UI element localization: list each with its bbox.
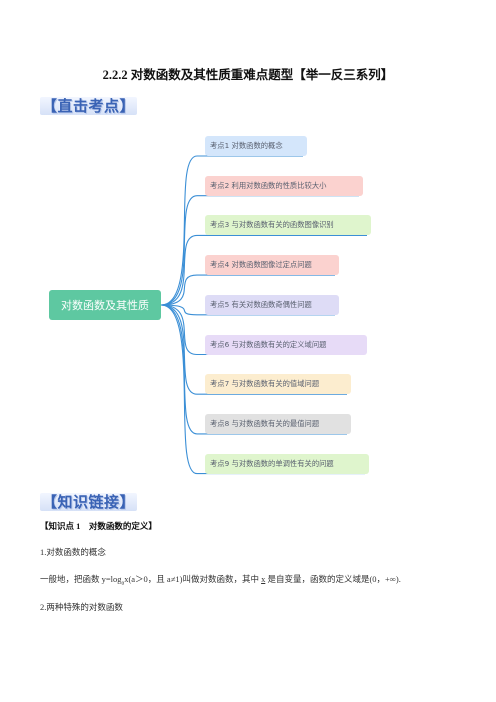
mindmap-node-4: 考点4 对数函数图像过定点问题 — [205, 255, 339, 276]
definition-text-mid: x(a＞0，且 a≠1)叫做对数函数，其中 — [124, 574, 262, 584]
definition-text-pre: 一般地，把函数 y=log — [40, 574, 122, 584]
knowledge-item-2: 2.两种特殊的对数函数 — [40, 602, 123, 612]
document-title: 2.2.2 对数函数及其性质重难点题型【举一反三系列】 — [102, 68, 394, 82]
banner-knowledge-text: 【知识链接】 — [40, 493, 138, 511]
mindmap-branch-6 — [160, 304, 363, 356]
mindmap-node-3: 考点3 与对数函数有关的函数图像识别 — [205, 215, 371, 236]
definition-paragraph: 一般地，把函数 y=logax(a＞0，且 a≠1)叫做对数函数，其中 x 是自… — [40, 573, 401, 587]
definition-subscript: a — [121, 580, 125, 587]
knowledge-point-heading: 【知识点 1 对数函数的定义】 — [40, 521, 157, 531]
mindmap-node-7: 考点7 与对数函数有关的值域问题 — [205, 374, 351, 395]
definition-text-post: 是自变量，函数的定义域是(0，+∞). — [265, 574, 401, 584]
mindmap-node-8: 考点8 与对数函数有关的最值问题 — [205, 413, 351, 434]
mindmap-branch-2 — [160, 195, 359, 306]
banner-direct-exam-points: 【直击考点】 — [40, 95, 138, 115]
mindmap-branch-8 — [160, 304, 347, 435]
mindmap-branch-1 — [160, 155, 303, 306]
mindmap-root-node: 对数函数及其性质 — [49, 290, 161, 320]
mindmap-node-1: 考点1 对数函数的概念 — [205, 136, 307, 156]
mindmap-node-6: 考点6 与对数函数有关的定义域问题 — [205, 334, 367, 355]
banner-direct-text: 【直击考点】 — [40, 97, 138, 115]
mindmap-node-9: 考点9 与对数函数的单调性有关的问题 — [205, 453, 369, 474]
mindmap-branch-3 — [160, 234, 367, 306]
knowledge-item-1: 1.对数函数的概念 — [40, 547, 106, 557]
mindmap-branch-5 — [160, 304, 335, 316]
mindmap-node-5: 考点5 有关对数函数奇偶性问题 — [205, 294, 339, 315]
mindmap-branch-9 — [160, 304, 365, 475]
definition-variable: x — [261, 574, 266, 584]
mindmap-branch-4 — [160, 274, 335, 306]
banner-knowledge-link: 【知识链接】 — [40, 491, 138, 511]
mindmap-node-2: 考点2 利用对数函数的性质比较大小 — [205, 175, 363, 196]
mindmap-branch-7 — [160, 304, 347, 395]
